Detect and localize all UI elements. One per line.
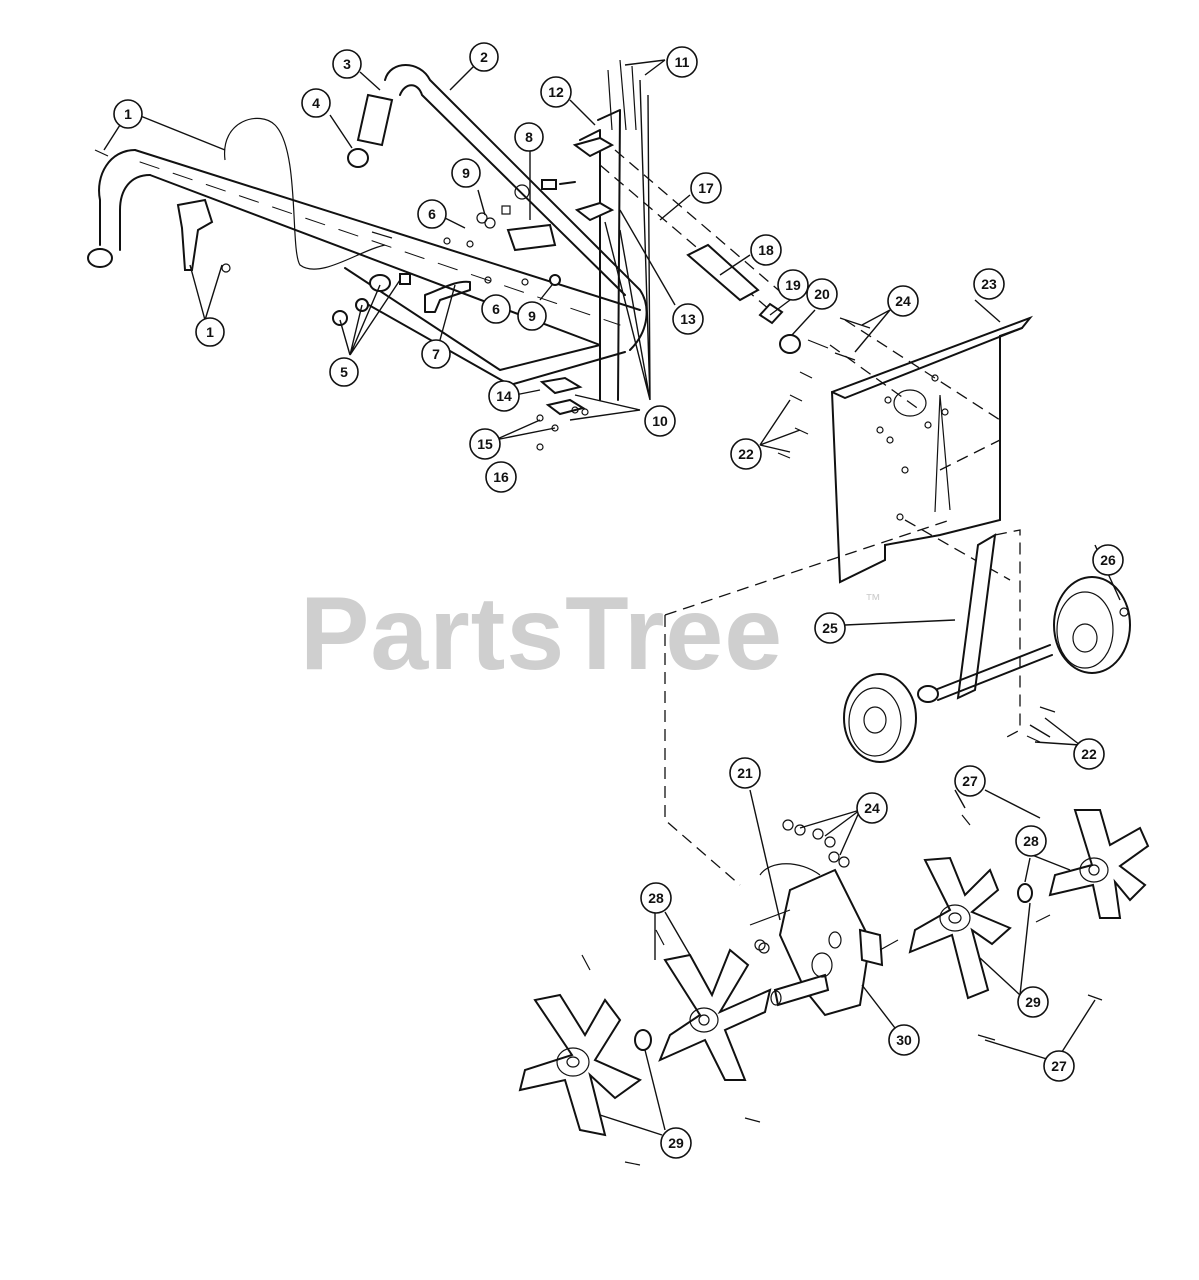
callout-24: 24	[887, 285, 919, 317]
svg-text:28: 28	[1023, 833, 1039, 849]
svg-text:10: 10	[652, 413, 668, 429]
svg-text:27: 27	[962, 773, 978, 789]
svg-text:9: 9	[462, 165, 470, 181]
tines	[518, 809, 1150, 1166]
callout-12: 12	[540, 76, 572, 108]
svg-text:30: 30	[896, 1032, 912, 1048]
callout-21: 21	[729, 757, 761, 789]
svg-text:20: 20	[814, 286, 830, 302]
callout-5: 5	[329, 357, 359, 387]
callout-1: 1	[113, 99, 143, 129]
svg-text:29: 29	[1025, 994, 1041, 1010]
svg-text:28: 28	[648, 890, 664, 906]
callout-24: 24	[856, 792, 888, 824]
svg-text:2: 2	[480, 49, 488, 65]
svg-text:12: 12	[548, 84, 564, 100]
callouts: 1 1 2 3 4 5 6 6 7 8 9 9 10 11 12 13 14 1…	[113, 42, 1124, 1159]
callout-1: 1	[195, 317, 225, 347]
callout-14: 14	[488, 380, 520, 412]
svg-text:19: 19	[785, 277, 801, 293]
callout-28: 28	[640, 882, 672, 914]
callout-3: 3	[332, 49, 362, 79]
svg-text:7: 7	[432, 346, 440, 362]
svg-text:14: 14	[496, 388, 512, 404]
callout-9: 9	[451, 158, 481, 188]
callout-25: 25	[814, 612, 846, 644]
svg-text:6: 6	[492, 301, 500, 317]
svg-text:26: 26	[1100, 552, 1116, 568]
svg-text:21: 21	[737, 765, 753, 781]
svg-text:23: 23	[981, 276, 997, 292]
svg-text:22: 22	[738, 446, 754, 462]
svg-text:22: 22	[1081, 746, 1097, 762]
tine-4	[1048, 809, 1150, 919]
callout-7: 7	[421, 339, 451, 369]
svg-text:29: 29	[668, 1135, 684, 1151]
svg-text:1: 1	[206, 324, 214, 340]
callout-22: 22	[1073, 738, 1105, 770]
callout-26: 26	[1092, 544, 1124, 576]
svg-text:16: 16	[493, 469, 509, 485]
callout-2: 2	[469, 42, 499, 72]
tine-3	[908, 856, 1012, 1000]
svg-text:25: 25	[822, 620, 838, 636]
svg-text:18: 18	[758, 242, 774, 258]
gearbox	[664, 519, 951, 1017]
callout-29: 29	[660, 1127, 692, 1159]
callout-19: 19	[777, 269, 809, 301]
callout-23: 23	[973, 268, 1005, 300]
wheel-assembly	[843, 529, 1131, 763]
callout-27: 27	[954, 765, 986, 797]
svg-text:9: 9	[528, 308, 536, 324]
callout-11: 11	[666, 46, 698, 78]
callout-9: 9	[517, 301, 547, 331]
callout-28: 28	[1015, 825, 1047, 857]
callout-10: 10	[644, 405, 676, 437]
callout-30: 30	[888, 1024, 920, 1056]
callout-22: 22	[730, 438, 762, 470]
callout-20: 20	[806, 278, 838, 310]
svg-text:13: 13	[680, 311, 696, 327]
callout-18: 18	[750, 234, 782, 266]
svg-text:1: 1	[124, 106, 132, 122]
svg-text:24: 24	[895, 293, 911, 309]
svg-text:17: 17	[698, 180, 714, 196]
tine-1	[518, 993, 642, 1137]
callout-4: 4	[301, 88, 331, 118]
svg-text:11: 11	[675, 54, 690, 70]
svg-text:8: 8	[525, 129, 533, 145]
callout-6: 6	[417, 199, 447, 229]
callout-6: 6	[481, 294, 511, 324]
tine-2	[658, 948, 772, 1081]
callout-8: 8	[514, 122, 544, 152]
callout-15: 15	[469, 428, 501, 460]
svg-text:4: 4	[312, 95, 320, 111]
callout-16: 16	[485, 461, 517, 493]
callout-17: 17	[690, 172, 722, 204]
svg-text:6: 6	[428, 206, 436, 222]
callout-29: 29	[1017, 986, 1049, 1018]
svg-text:24: 24	[864, 800, 880, 816]
tine-shield	[777, 315, 1034, 584]
callout-13: 13	[672, 303, 704, 335]
svg-text:27: 27	[1051, 1058, 1067, 1074]
svg-text:3: 3	[343, 56, 351, 72]
svg-text:5: 5	[340, 364, 348, 380]
callout-27: 27	[1043, 1050, 1075, 1082]
svg-text:15: 15	[477, 436, 493, 452]
leader-lines	[103, 59, 1121, 1136]
